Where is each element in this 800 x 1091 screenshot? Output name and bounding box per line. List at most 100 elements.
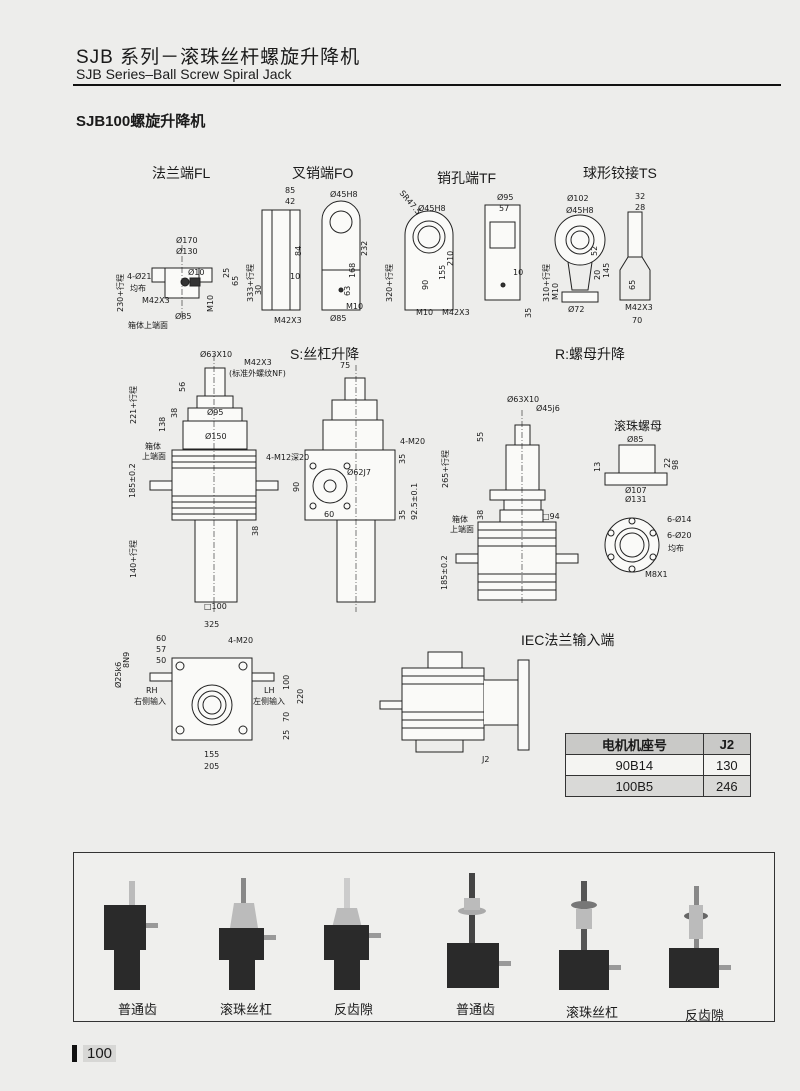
dim-label: M42X3	[142, 296, 170, 305]
dim-label: (标准外螺纹NF)	[229, 369, 286, 378]
dim-label: 140+行程	[129, 540, 138, 578]
dim-label: 210	[446, 250, 455, 266]
fo-title: 叉销端FO	[292, 165, 354, 181]
product-caption: 反齿隙	[334, 1002, 374, 1017]
ts-title: 球形铰接TS	[583, 165, 657, 181]
dim-label: 42	[285, 197, 296, 206]
dim-label: 63	[343, 285, 352, 296]
dim-label: M42X3	[442, 308, 470, 317]
dim-label: 35	[398, 509, 407, 520]
dim-label: Ø95	[207, 408, 224, 417]
dim-label: 均布	[668, 544, 684, 553]
dim-label: M42X3	[625, 303, 653, 312]
dim-label: 上端面	[142, 452, 166, 461]
dim-label: M42X3	[274, 316, 302, 325]
dim-label: Ø62J7	[347, 468, 371, 477]
table-cell: 246	[702, 775, 752, 797]
dim-label: 右侧输入	[134, 697, 166, 706]
product-image	[219, 878, 276, 990]
dim-label: □94	[542, 512, 560, 521]
dim-label: M10	[206, 294, 215, 312]
dim-label: 4-Ø21	[127, 272, 152, 281]
dim-label: 10	[513, 268, 524, 277]
dim-label: Ø130	[176, 247, 198, 256]
dim-label: 98	[671, 459, 680, 470]
dim-label: J2	[482, 755, 490, 764]
dim-label: 57	[156, 645, 167, 654]
dim-label: 65	[231, 275, 240, 286]
dim-label: Ø63X10	[200, 350, 233, 359]
dim-label: 55	[476, 431, 485, 442]
dim-label: Ø45H8	[330, 190, 358, 199]
fl-title: 法兰端FL	[152, 165, 211, 181]
product-caption: 普通齿	[118, 1002, 158, 1017]
product-caption: 反齿隙	[685, 1008, 725, 1023]
dim-label: 均布	[130, 284, 146, 293]
dim-label: 8N9	[122, 651, 131, 668]
dim-label: 28	[635, 203, 646, 212]
pin-hole-end-drawing	[404, 204, 521, 311]
product-images	[104, 873, 731, 990]
dim-label: 57	[499, 204, 510, 213]
dim-label: 221+行程	[129, 386, 138, 424]
r-lift-title: R:螺母升降	[555, 346, 625, 362]
dim-label: 25	[222, 267, 231, 278]
dim-label: Ø45H8	[418, 204, 446, 213]
dim-label: 168	[348, 262, 357, 278]
header-title-cn: SJB 系列－滚珠丝杆螺旋升降机	[76, 47, 361, 68]
product-image	[559, 881, 621, 990]
dim-label: 60	[324, 510, 335, 519]
iec-title: IEC法兰输入端	[521, 632, 615, 648]
dim-label: 箱体上端面	[128, 321, 168, 330]
dim-label: 32	[635, 192, 646, 201]
dim-label: 320+行程	[385, 264, 394, 302]
product-image	[324, 878, 381, 990]
dim-label: 60	[156, 634, 167, 643]
dim-label: 左侧输入	[253, 697, 285, 706]
dim-label: 13	[593, 461, 602, 472]
product-image	[447, 873, 511, 988]
dim-label: 35	[398, 453, 407, 464]
dim-label: 70	[282, 711, 291, 722]
ball-nut-drawing	[604, 444, 668, 573]
dim-label: 52	[590, 245, 599, 256]
dim-label: 6-Ø14	[667, 515, 692, 524]
product-caption: 普通齿	[456, 1002, 496, 1017]
page-number: 100	[72, 1045, 117, 1062]
dim-label: 6-Ø20	[667, 531, 692, 540]
dim-label: Ø45j6	[536, 404, 560, 413]
dim-label: M8X1	[645, 570, 668, 579]
dim-label: 220	[296, 688, 305, 704]
dim-label: Ø72	[568, 305, 585, 314]
dim-label: 65	[628, 279, 637, 290]
section-title: SJB100螺旋升降机	[76, 113, 206, 130]
dim-label: 38	[476, 509, 485, 520]
product-image	[104, 881, 158, 990]
dim-label: 35	[524, 307, 533, 318]
dim-label: Ø10	[188, 268, 205, 277]
ball-nut-title: 滚珠螺母	[614, 419, 663, 433]
dim-label: Ø107	[625, 486, 647, 495]
dim-label: 325	[204, 620, 220, 629]
dim-label: Ø131	[625, 495, 647, 504]
dim-label: RH	[146, 686, 158, 695]
dim-label: 155	[204, 750, 220, 759]
screw-lift-side-drawing	[304, 365, 396, 612]
dim-label: 70	[632, 316, 643, 325]
dim-label: 230+行程	[116, 274, 125, 312]
dim-label: 25	[282, 729, 291, 740]
iec-flange-drawing	[379, 651, 530, 753]
dim-label: 38	[170, 407, 179, 418]
dim-label: Ø63X10	[507, 395, 540, 404]
product-image	[669, 886, 731, 988]
dim-label: M10	[551, 282, 560, 300]
header-title-en: SJB Series–Ball Screw Spiral Jack	[76, 66, 292, 82]
column-header: J2	[702, 733, 752, 755]
dim-label: 100	[282, 674, 291, 690]
screw-lift-front-drawing	[149, 355, 279, 612]
dim-label: Ø85	[175, 312, 192, 321]
product-caption: 滚珠丝杠	[220, 1002, 273, 1017]
